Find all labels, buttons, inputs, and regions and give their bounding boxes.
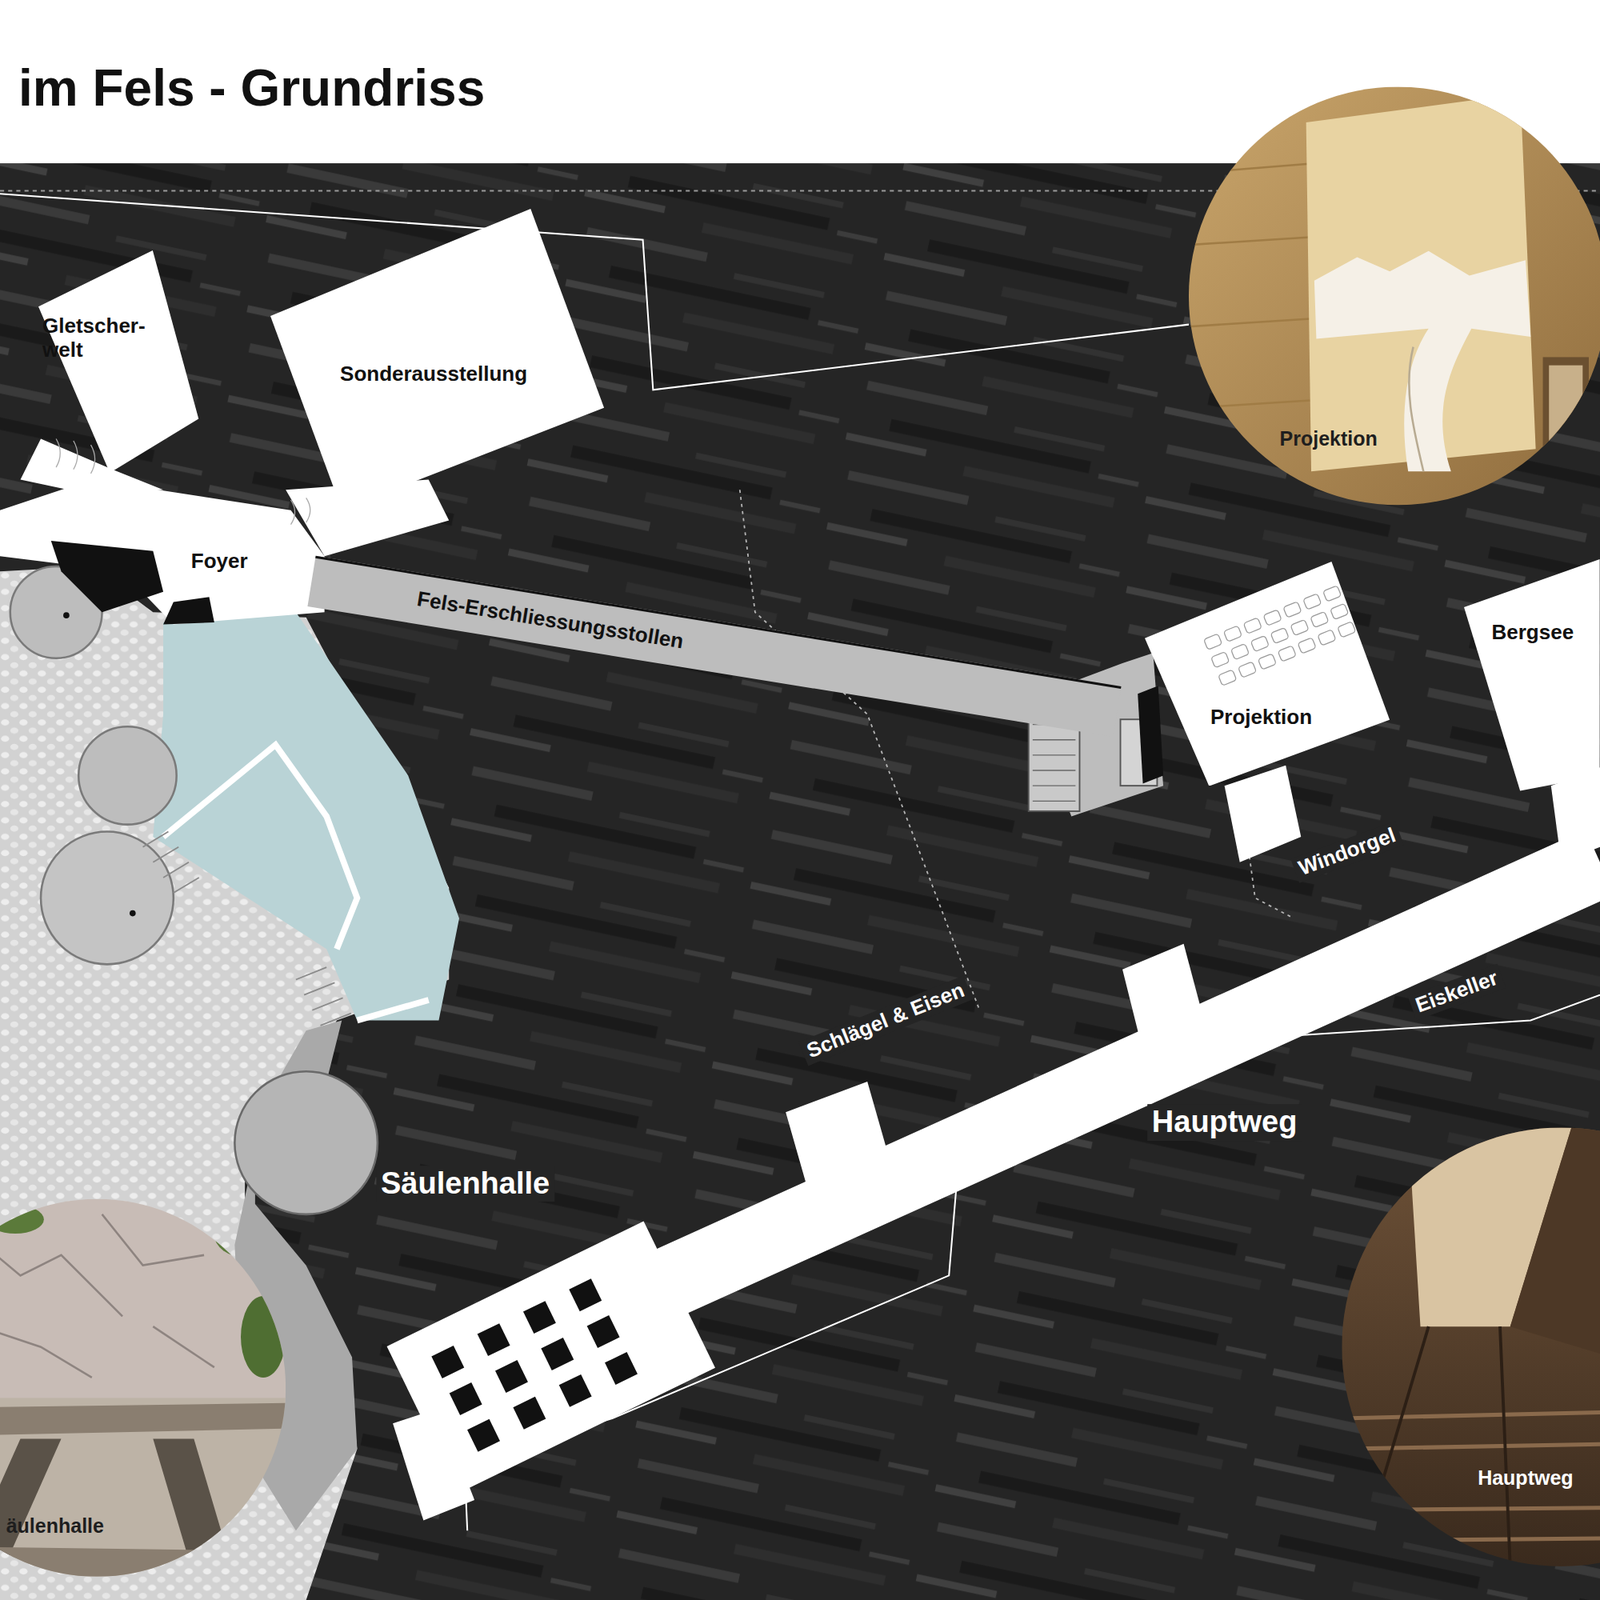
seat xyxy=(1258,652,1277,669)
seat xyxy=(1283,600,1302,617)
seat xyxy=(1310,611,1329,628)
room-label: Bergsee xyxy=(1491,620,1574,645)
seat xyxy=(1297,636,1316,653)
seat xyxy=(1250,635,1269,652)
room-label: Projektion xyxy=(1210,705,1312,730)
seat xyxy=(1330,603,1349,620)
room-outline xyxy=(1464,559,1600,792)
room-box: Sonderausstellung xyxy=(270,208,604,510)
seat xyxy=(1303,592,1322,609)
seat xyxy=(1277,644,1296,661)
room-shape xyxy=(1464,559,1600,792)
room-box: Gletscher- welt xyxy=(38,250,199,473)
seat xyxy=(1204,633,1223,650)
area-label: Foyer xyxy=(191,549,248,574)
seat xyxy=(1211,651,1230,668)
room-label: Sonderausstellung xyxy=(340,362,528,387)
room-box: Projektion xyxy=(1144,561,1390,787)
seat xyxy=(1337,620,1356,637)
seat xyxy=(1231,643,1250,660)
area-label: Säulenhalle xyxy=(376,1165,555,1203)
seat xyxy=(1243,617,1262,634)
seat xyxy=(1224,625,1243,642)
picture-caption: Projektion xyxy=(1280,427,1378,451)
room-shape xyxy=(270,208,604,510)
seat xyxy=(1290,619,1309,636)
seat xyxy=(1218,669,1237,686)
seat xyxy=(1270,627,1289,644)
plan-title: im Fels - Grundriss xyxy=(18,59,485,119)
room-outline xyxy=(1144,561,1390,787)
area-label: Hauptweg xyxy=(1147,1104,1303,1141)
seat xyxy=(1238,660,1257,677)
picture-caption: äulenhalle xyxy=(6,1514,104,1538)
seat-rows xyxy=(1204,584,1356,685)
seat xyxy=(1323,584,1342,601)
picture-caption: Hauptweg xyxy=(1477,1466,1573,1490)
seat xyxy=(1263,608,1282,625)
room-box: Bergsee xyxy=(1464,559,1600,792)
picture-circle: Projektion xyxy=(1188,86,1600,505)
seat xyxy=(1317,628,1336,645)
room-label: Gletscher- welt xyxy=(42,315,146,364)
room-shape xyxy=(1144,561,1390,787)
room-shape xyxy=(38,250,199,473)
room-outline xyxy=(270,208,604,510)
